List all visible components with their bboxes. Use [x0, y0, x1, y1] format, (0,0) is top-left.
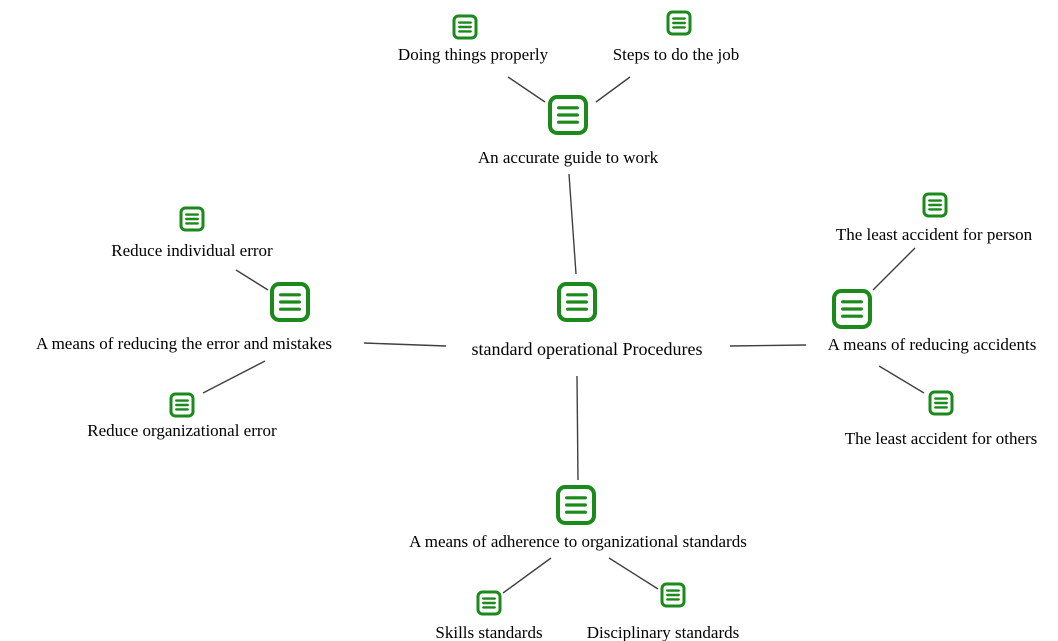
edge-center-to-guide [568, 173, 577, 275]
leaf-icon-individual-error[interactable] [179, 206, 205, 232]
edge-accidents-to-others [878, 365, 925, 394]
edge-center-to-error [363, 342, 447, 347]
center-node-label[interactable]: standard operational Procedures [472, 339, 703, 359]
branch-label-error[interactable]: A means of reducing the error and mistak… [36, 334, 332, 353]
leaf-icon-disciplinary[interactable] [660, 582, 686, 608]
edge-center-to-accidents [729, 344, 807, 347]
branch-label-guide[interactable]: An accurate guide to work [478, 148, 659, 167]
edge-adherence-to-disciplinary [608, 557, 659, 590]
leaf-label-disciplinary[interactable]: Disciplinary standards [587, 623, 740, 641]
branch-label-accidents[interactable]: A means of reducing accidents [828, 335, 1037, 354]
leaf-label-steps[interactable]: Steps to do the job [613, 45, 740, 64]
leaf-icon-skills[interactable] [476, 590, 502, 616]
leaf-label-organizational-error[interactable]: Reduce organizational error [87, 421, 277, 440]
leaf-icon-others[interactable] [928, 390, 954, 416]
edge-adherence-to-skills [502, 557, 552, 594]
edge-layer [202, 76, 925, 594]
leaf-label-others[interactable]: The least accident for others [845, 429, 1038, 448]
branch-label-adherence[interactable]: A means of adherence to organizational s… [409, 532, 747, 551]
leaf-label-person[interactable]: The least accident for person [836, 225, 1033, 244]
leaf-label-individual-error[interactable]: Reduce individual error [111, 241, 273, 260]
edge-error-to-organizational [202, 360, 266, 394]
edge-error-to-individual [235, 269, 269, 291]
leaf-icon-person[interactable] [922, 192, 948, 218]
edge-accidents-to-person [872, 247, 916, 291]
branch-icon-adherence[interactable] [556, 485, 596, 525]
leaf-icon-doing-things[interactable] [452, 14, 478, 40]
leaf-icon-organizational-error[interactable] [169, 392, 195, 418]
leaf-label-doing-things[interactable]: Doing things properly [398, 45, 549, 64]
edge-guide-to-steps [595, 76, 631, 103]
branch-icon-guide[interactable] [548, 95, 588, 135]
edge-guide-to-doing-things [507, 76, 546, 103]
leaf-label-skills[interactable]: Skills standards [435, 623, 542, 641]
edge-center-to-adherence [576, 375, 579, 481]
center-node-icon[interactable] [557, 282, 597, 322]
label-layer: standard operational Procedures An accur… [36, 45, 1037, 641]
branch-icon-error[interactable] [270, 282, 310, 322]
icon-layer [169, 10, 954, 616]
branch-icon-accidents[interactable] [832, 289, 872, 329]
leaf-icon-steps[interactable] [666, 10, 692, 36]
